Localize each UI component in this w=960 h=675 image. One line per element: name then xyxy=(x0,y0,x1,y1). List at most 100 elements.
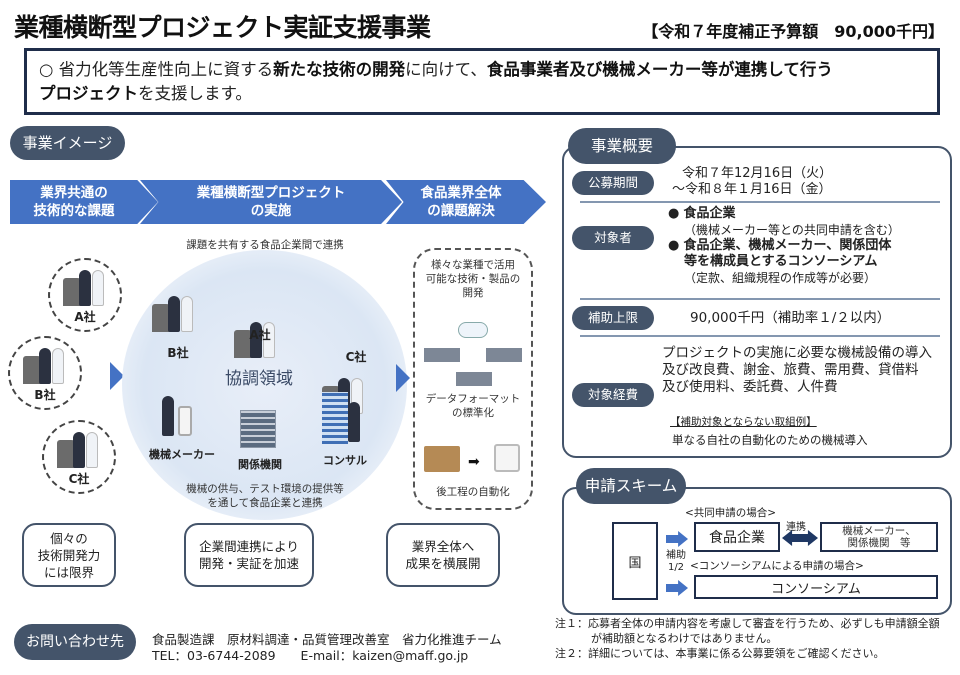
note-text: 応募者全体の申請内容を考慮して審査を行うため、必ずしも申請額全額 xyxy=(588,617,940,630)
company-icon xyxy=(21,344,69,386)
divider xyxy=(580,298,940,300)
data-format-caption: データフォーマット の標準化 xyxy=(418,392,528,420)
lead-text: を支援します。 xyxy=(138,84,252,103)
contact-label: お問い合わせ先 xyxy=(14,624,136,660)
step-chevron: 業界共通の技術的な課題 xyxy=(10,180,158,224)
lead-text: に向けて、 xyxy=(405,60,487,79)
contact-tel-email[interactable]: TEL：03-6744-2089 E-mail：kaizen@maff.go.j… xyxy=(152,648,469,663)
expenses-value: プロジェクトの実施に必要な機械設備の導入 及び改良費、謝金、旅費、需用費、貸借料… xyxy=(662,345,932,396)
company-label: B社 xyxy=(34,388,56,402)
outcome-box: 個々の技術開発力には限界 xyxy=(22,523,116,587)
target-item: 等を構成員とするコンソーシアム xyxy=(684,254,878,269)
food-company-box: 食品企業 xyxy=(694,522,780,552)
center-bottom-caption: 機械の供与、テスト環境の提供等 を通して食品企業と連携 xyxy=(150,482,380,510)
period-end: ～令和８年１月16日（金） xyxy=(672,182,832,197)
outcome-line: 開発・実証を加速 xyxy=(198,556,299,571)
subsidy-rate: 補助 1/2 xyxy=(663,550,689,574)
notes: 注１：応募者全体の申請内容を考慮して審査を行うため、必ずしも申請額全額 が補助額… xyxy=(555,616,940,661)
section-label-image: 事業イメージ xyxy=(10,126,125,160)
caption-line: データフォーマット xyxy=(425,393,521,405)
outcome-line: には限界 xyxy=(43,564,94,580)
divider xyxy=(580,335,940,337)
lead-bold: 食品事業者及び機械メーカー等が連携して行う xyxy=(486,60,833,79)
outcome-line: 個々の xyxy=(50,530,88,546)
outcome-box: 業界全体へ成果を横展開 xyxy=(386,523,500,587)
government-box: 国 xyxy=(612,522,658,600)
robot-arm-icon xyxy=(494,444,520,472)
caption-line: 開発 xyxy=(462,287,484,299)
budget-amount: 【令和７年度補正予算額 90,000千円】 xyxy=(642,22,944,41)
bullet: ○ xyxy=(39,60,54,79)
partner-line: 機械メーカー、 xyxy=(842,525,916,537)
bullet-icon: ● xyxy=(668,206,680,221)
period-label: 公募期間 xyxy=(572,171,654,195)
contact-info: 食品製造課 原材料調達・品質管理改善室 省力化推進チーム TEL：03-6744… xyxy=(152,632,502,664)
step-chevron: 業種横断型プロジェクトの実施 xyxy=(140,180,402,224)
outcome-line: 技術開発力 xyxy=(37,547,101,563)
lead-box: ○ 省力化等生産性向上に資する新たな技術の開発に向けて、食品事業者及び機械メーカ… xyxy=(24,48,940,115)
page-title: 業種横断型プロジェクト実証支援事業 xyxy=(14,13,431,42)
note-text: が補助額となるわけではありません。 xyxy=(591,632,778,645)
center-top-caption: 課題を共有する食品企業間で連携 xyxy=(186,239,344,251)
subsidy-ratio: 1/2 xyxy=(667,562,685,573)
consortium-title: <コンソーシアムによる申請の場合> xyxy=(690,560,864,572)
company-circle: A社 xyxy=(48,258,122,332)
lead-bold: プロジェクト xyxy=(39,84,138,103)
company-icon xyxy=(150,292,198,334)
arrow-right-icon xyxy=(110,362,124,390)
company-circle: C社 xyxy=(42,420,116,494)
partner-box: 機械メーカー、関係機関 等 xyxy=(820,522,938,552)
note-label: 注２： xyxy=(555,647,588,660)
link-label: 連携 xyxy=(786,522,806,533)
contact-dept: 食品製造課 原材料調達・品質管理改善室 省力化推進チーム xyxy=(152,632,502,647)
expenses-line: プロジェクトの実施に必要な機械設備の導入 xyxy=(662,345,932,361)
lead-bold: 新たな技術の開発 xyxy=(273,60,406,79)
target-label: 対象者 xyxy=(572,226,654,250)
scheme-panel xyxy=(562,487,952,615)
expenses-label: 対象経費 xyxy=(572,383,654,407)
divider xyxy=(580,201,940,203)
note-label: 注１： xyxy=(555,617,588,630)
caption-line: の標準化 xyxy=(452,407,494,419)
machine-icon xyxy=(424,348,460,362)
automation-caption: 後工程の自動化 xyxy=(436,486,510,498)
company-label: C社 xyxy=(68,472,90,486)
subsidy-label: 補助 xyxy=(666,550,686,561)
target-item: 食品企業 xyxy=(683,206,736,221)
worker-boxes-icon xyxy=(424,446,460,472)
period-value: 令和７年12月16日（火） ～令和８年１月16日（金） xyxy=(672,166,832,198)
machine-icon xyxy=(486,348,522,362)
cloud-server-icon xyxy=(458,322,488,338)
machine-icon xyxy=(456,372,492,386)
expenses-line: 及び改良費、謝金、旅費、需用費、貸借料 xyxy=(662,362,919,378)
period-start: 令和７年12月16日（火） xyxy=(682,166,833,181)
step-text: 業種横断型プロジェクト xyxy=(196,185,346,201)
target-value: ● 食品企業 （機械メーカー等との共同申請を含む） ● 食品企業、機械メーカー、… xyxy=(668,206,900,286)
caption-line: 可能な技術・製品の xyxy=(425,273,521,285)
excluded-item: 単なる自社の自動化のための機械導入 xyxy=(672,433,868,447)
company-circle: B社 xyxy=(8,336,82,410)
limit-label: 補助上限 xyxy=(572,306,654,330)
partner-label: コンサル xyxy=(323,454,367,467)
target-item: 食品企業、機械メーカー、関係団体 xyxy=(683,238,892,253)
partner-label: 機械メーカー xyxy=(149,448,215,461)
expenses-line: 及び使用料、委託費、人件費 xyxy=(662,379,838,395)
bullet-icon: ● xyxy=(668,238,680,253)
caption-line: を通して食品企業と連携 xyxy=(207,497,323,509)
company-label: A社 xyxy=(249,328,271,342)
outcome-line: 成果を横展開 xyxy=(405,556,481,571)
industry-solution-box xyxy=(413,248,533,510)
overview-panel xyxy=(562,146,952,458)
target-note: （定款、組織規程の作成等が必要） xyxy=(684,271,877,285)
step-chevron: 食品業界全体の課題解決 xyxy=(386,180,546,224)
lead-text: 省力化等生産性向上に資する xyxy=(58,60,274,79)
company-icon xyxy=(232,318,280,360)
limit-value: 90,000千円（補助率１/２以内） xyxy=(690,310,891,326)
arrow-right-icon xyxy=(666,580,688,596)
solution-caption: 様々な業種で活用 可能な技術・製品の 開発 xyxy=(418,258,528,300)
consultant-icon xyxy=(322,392,368,444)
step-text: 食品業界全体 xyxy=(420,185,502,201)
arrow-right-icon xyxy=(666,531,688,547)
double-arrow-icon xyxy=(782,530,818,546)
caption-line: 様々な業種で活用 xyxy=(431,259,515,271)
